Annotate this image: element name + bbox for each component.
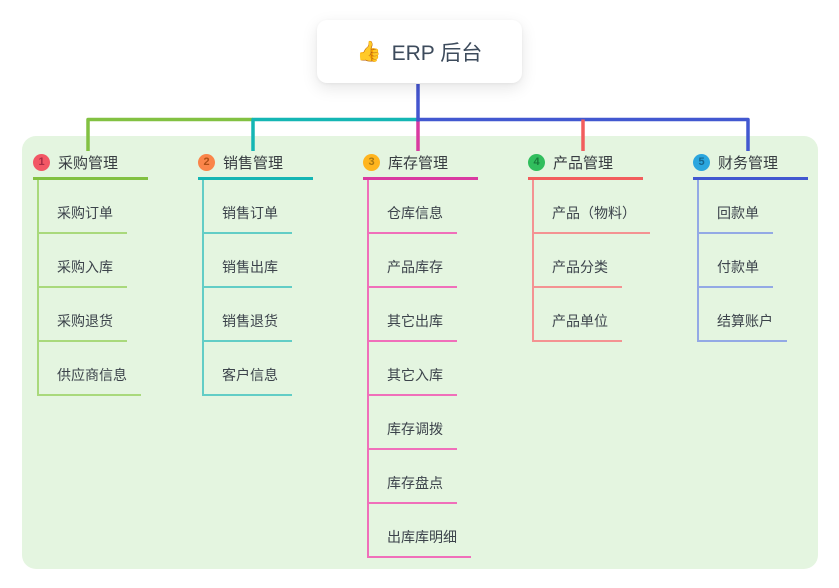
branches-panel <box>22 136 818 569</box>
child-label: 其它出库 <box>387 313 443 329</box>
children-connector-line <box>37 180 39 396</box>
child-node[interactable]: 销售出库 <box>202 234 292 288</box>
branch-node[interactable]: 2 销售管理 <box>198 148 313 180</box>
branch-number-badge: 3 <box>363 154 380 171</box>
child-node[interactable]: 客户信息 <box>202 342 292 396</box>
child-label: 产品分类 <box>552 259 608 275</box>
child-node[interactable]: 付款单 <box>697 234 773 288</box>
child-label: 客户信息 <box>222 367 278 383</box>
branch-node[interactable]: 5 财务管理 <box>693 148 808 180</box>
child-label: 销售出库 <box>222 259 278 275</box>
branch-label: 销售管理 <box>223 155 284 172</box>
child-node[interactable]: 产品库存 <box>367 234 457 288</box>
child-node[interactable]: 产品（物料） <box>532 180 650 234</box>
children-connector-line <box>367 180 369 558</box>
branch-children: 采购订单采购入库采购退货供应商信息 <box>33 180 148 396</box>
branch-label: 采购管理 <box>58 155 119 172</box>
child-label: 库存调拨 <box>387 421 443 437</box>
thumbs-up-icon: 👍 <box>356 41 382 63</box>
branch-node[interactable]: 3 库存管理 <box>363 148 478 180</box>
branch-label: 产品管理 <box>553 155 614 172</box>
child-node[interactable]: 回款单 <box>697 180 773 234</box>
branch-number-badge: 2 <box>198 154 215 171</box>
child-node[interactable]: 其它入库 <box>367 342 457 396</box>
child-node[interactable]: 其它出库 <box>367 288 457 342</box>
child-node[interactable]: 结算账户 <box>697 288 787 342</box>
children-connector-line <box>532 180 534 342</box>
branch-number-badge: 1 <box>33 154 50 171</box>
branch-node[interactable]: 4 产品管理 <box>528 148 643 180</box>
child-node[interactable]: 采购退货 <box>37 288 127 342</box>
branch-column: 3 库存管理仓库信息产品库存其它出库其它入库库存调拨库存盘点出库库明细 <box>363 148 478 558</box>
child-label: 其它入库 <box>387 367 443 383</box>
child-label: 采购退货 <box>57 313 113 329</box>
child-node[interactable]: 库存盘点 <box>367 450 457 504</box>
child-label: 销售退货 <box>222 313 278 329</box>
branch-children: 产品（物料） 产品分类产品单位 <box>528 180 650 342</box>
branch-column: 1 采购管理采购订单采购入库采购退货供应商信息 <box>33 148 148 396</box>
branch-node[interactable]: 1 采购管理 <box>33 148 148 180</box>
branch-column: 4 产品管理产品（物料） 产品分类产品单位 <box>528 148 650 342</box>
child-node[interactable]: 销售退货 <box>202 288 292 342</box>
child-label: 采购入库 <box>57 259 113 275</box>
branch-number-badge: 5 <box>693 154 710 171</box>
branch-children: 销售订单销售出库销售退货客户信息 <box>198 180 313 396</box>
child-node[interactable]: 销售订单 <box>202 180 292 234</box>
child-node[interactable]: 采购入库 <box>37 234 127 288</box>
child-label: 回款单 <box>717 205 759 221</box>
child-label: 付款单 <box>717 259 759 275</box>
child-node[interactable]: 供应商信息 <box>37 342 141 396</box>
child-label: 产品（物料） <box>552 205 636 221</box>
child-label: 出库库明细 <box>387 529 457 545</box>
child-label: 仓库信息 <box>387 205 443 221</box>
child-label: 结算账户 <box>717 313 773 329</box>
child-label: 产品库存 <box>387 259 443 275</box>
branch-column: 5 财务管理回款单付款单结算账户 <box>693 148 808 342</box>
child-label: 供应商信息 <box>57 367 127 383</box>
child-node[interactable]: 采购订单 <box>37 180 127 234</box>
child-label: 库存盘点 <box>387 475 443 491</box>
child-node[interactable]: 产品分类 <box>532 234 622 288</box>
branch-number-badge: 4 <box>528 154 545 171</box>
root-label: ERP 后台 <box>391 41 483 65</box>
branch-label: 财务管理 <box>718 155 779 172</box>
child-label: 产品单位 <box>552 313 608 329</box>
child-label: 采购订单 <box>57 205 113 221</box>
branch-column: 2 销售管理销售订单销售出库销售退货客户信息 <box>198 148 313 396</box>
children-connector-line <box>202 180 204 396</box>
branch-children: 仓库信息产品库存其它出库其它入库库存调拨库存盘点出库库明细 <box>363 180 478 558</box>
child-node[interactable]: 出库库明细 <box>367 504 471 558</box>
child-node[interactable]: 产品单位 <box>532 288 622 342</box>
root-node[interactable]: 👍 ERP 后台 <box>317 20 522 83</box>
children-connector-line <box>697 180 699 342</box>
child-node[interactable]: 仓库信息 <box>367 180 457 234</box>
child-label: 销售订单 <box>222 205 278 221</box>
child-node[interactable]: 库存调拨 <box>367 396 457 450</box>
branch-label: 库存管理 <box>388 155 449 172</box>
branch-children: 回款单付款单结算账户 <box>693 180 808 342</box>
